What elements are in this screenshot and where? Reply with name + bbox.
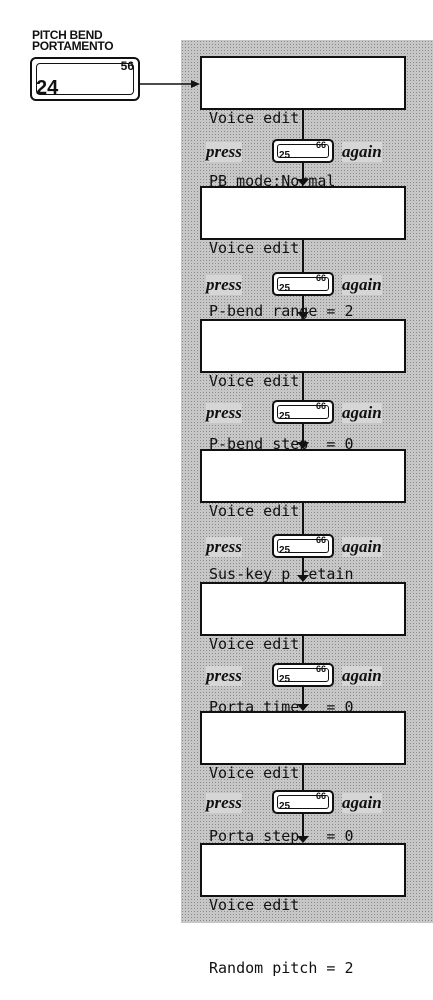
lcd-line2: Sus-key p retain xyxy=(209,565,354,583)
key-25-button[interactable]: 25 66 xyxy=(272,400,334,424)
press-again-step: press 25 66 again xyxy=(206,534,406,560)
lcd-line1: Voice edit xyxy=(209,502,300,520)
again-label: again xyxy=(342,142,382,162)
source-key-label-line1: PITCH BEND xyxy=(32,28,103,42)
key-25-button[interactable]: 25 66 xyxy=(272,139,334,163)
pitch-bend-key[interactable]: 24 56 xyxy=(30,57,140,101)
press-again-step: press 25 66 again xyxy=(206,139,406,165)
key-25-button[interactable]: 25 66 xyxy=(272,790,334,814)
down-arrow-icon xyxy=(297,836,309,843)
down-arrow-icon xyxy=(297,704,309,711)
press-label: press xyxy=(206,666,242,686)
lcd-screen-3: Voice edit P-bend step = 0 xyxy=(200,319,406,453)
again-label: again xyxy=(342,275,382,295)
lcd-line2: Porta step = 0 xyxy=(209,827,354,845)
lcd-screen-4: Voice edit Sus-key p retain xyxy=(200,449,406,583)
source-to-screen-arrow xyxy=(140,80,200,88)
key-25-button[interactable]: 25 66 xyxy=(272,272,334,296)
press-again-step: press 25 66 again xyxy=(206,790,406,816)
lcd-line2: Random pitch = 2 xyxy=(209,959,354,977)
source-key-label-line2: PORTAMENTO xyxy=(32,39,114,53)
down-arrow-icon xyxy=(297,442,309,449)
press-label: press xyxy=(206,403,242,423)
lcd-line1: Voice edit xyxy=(209,109,300,127)
lcd-screen-6: Voice edit Porta step = 0 xyxy=(200,711,406,845)
lcd-line2: P-bend step = 0 xyxy=(209,435,354,453)
press-again-step: press 25 66 again xyxy=(206,272,406,298)
down-arrow-icon xyxy=(297,575,309,582)
lcd-line1: Voice edit xyxy=(209,239,300,257)
lcd-line1: Voice edit xyxy=(209,896,300,914)
lcd-line1: Voice edit xyxy=(209,635,300,653)
press-label: press xyxy=(206,793,242,813)
press-label: press xyxy=(206,275,242,295)
down-arrow-icon xyxy=(297,179,309,186)
press-label: press xyxy=(206,142,242,162)
press-again-step: press 25 66 again xyxy=(206,663,406,689)
lcd-screen-5: Voice edit Porta time = 0 xyxy=(200,582,406,716)
again-label: again xyxy=(342,403,382,423)
key-25-button[interactable]: 25 66 xyxy=(272,534,334,558)
pitch-bend-key-superscript: 56 xyxy=(120,59,134,73)
pitch-bend-key-number: 24 xyxy=(36,77,59,99)
lcd-screen-7: Voice edit Random pitch = 2 xyxy=(200,843,406,977)
down-arrow-icon xyxy=(297,312,309,319)
press-again-step: press 25 66 again xyxy=(206,400,406,426)
press-label: press xyxy=(206,537,242,557)
lcd-screen-1: Voice edit PB mode:Normal xyxy=(200,56,406,190)
key-25-button[interactable]: 25 66 xyxy=(272,663,334,687)
again-label: again xyxy=(342,793,382,813)
lcd-line1: Voice edit xyxy=(209,372,300,390)
lcd-line1: Voice edit xyxy=(209,764,300,782)
lcd-line2: PB mode:Normal xyxy=(209,172,336,190)
again-label: again xyxy=(342,666,382,686)
lcd-screen-2: Voice edit P-bend range = 2 xyxy=(200,186,406,320)
again-label: again xyxy=(342,537,382,557)
